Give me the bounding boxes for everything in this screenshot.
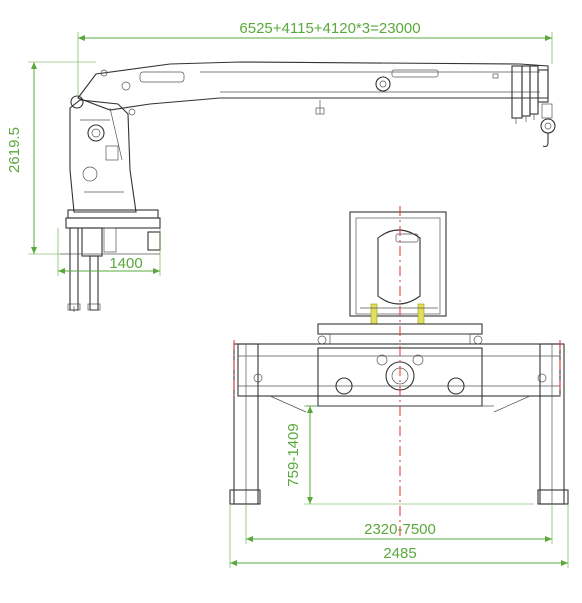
crane-base <box>60 209 161 312</box>
outrigger-beam <box>237 343 561 413</box>
outrigger-span-label: 2320-7500 <box>364 521 436 538</box>
dimension-base-width: 1400 <box>57 228 161 276</box>
dimension-leg-height: 759-1409 <box>285 405 534 505</box>
boom <box>77 61 549 115</box>
overall-width-label: 2485 <box>383 545 416 562</box>
outrigger-leg-right <box>537 343 569 505</box>
column-height-label: 2619.5 <box>6 127 23 173</box>
leg-height-label: 759-1409 <box>285 423 302 486</box>
crane-side-view <box>60 61 556 312</box>
crane-front-view <box>229 206 569 540</box>
base-width-label: 1400 <box>109 255 142 272</box>
boom-length-label: 6525+4115+4120*3=23000 <box>239 20 420 37</box>
dimension-boom-length: 6525+4115+4120*3=23000 <box>77 20 553 96</box>
dimension-overall-width: 2485 <box>229 504 569 568</box>
front-column <box>349 211 447 325</box>
crane-column <box>69 95 137 213</box>
dimension-outrigger-span: 2320-7500 <box>245 504 553 544</box>
boom-tip <box>511 65 556 148</box>
dimension-column-height: 2619.5 <box>6 61 96 255</box>
